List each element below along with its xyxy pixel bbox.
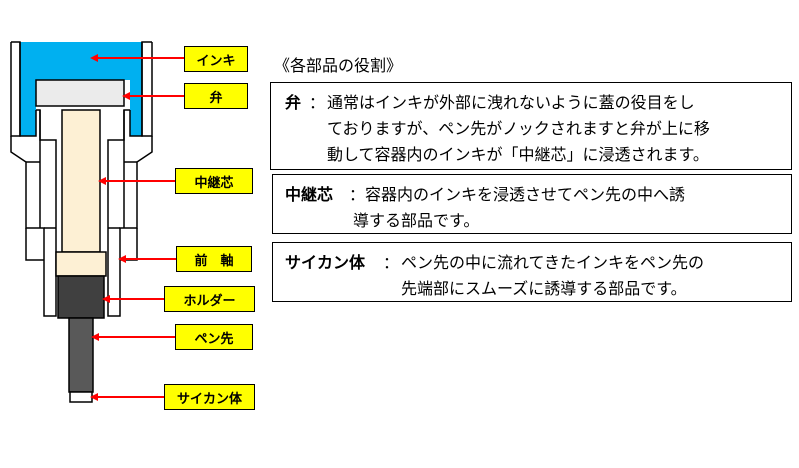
desc-capillary-line-1: ペン先の中に流れてきたインキをペン先の — [401, 253, 705, 272]
ink-reservoir — [20, 42, 142, 136]
inner-sleeve — [26, 110, 137, 229]
pen-tip-part — [68, 317, 94, 393]
desc-relay-core-line-1: 容器内のインキを浸透させてペン先の中へ誘 — [365, 185, 686, 204]
term-capillary: サイカン体 — [285, 253, 366, 272]
label-pen-tip: ペン先 — [175, 324, 253, 350]
label-relay-core: 中継芯 — [175, 168, 253, 194]
desc-valve-line-1: 通常はインキが外部に洩れないように蓋の役目をし — [327, 93, 695, 112]
container-outline — [11, 41, 152, 137]
label-ink: インキ — [184, 46, 248, 72]
label-valve: 弁 — [184, 83, 248, 109]
description-box-valve: 弁 ： 通常はインキが外部に洩れないように蓋の役目をし ておりますが、ペン先がノ… — [270, 82, 792, 170]
colon-capillary: ： — [383, 253, 400, 272]
label-holder: ホルダー — [164, 286, 255, 312]
holder-part — [57, 275, 105, 319]
term-valve: 弁 — [285, 93, 302, 112]
valve-part — [35, 79, 125, 107]
capillary-part — [69, 391, 93, 403]
term-relay-core: 中継芯 — [285, 185, 334, 204]
label-capillary: サイカン体 — [164, 384, 255, 410]
holder-collar — [55, 251, 107, 277]
colon-valve: ： — [309, 93, 326, 112]
label-front-barrel: 前 軸 — [176, 246, 252, 272]
desc-valve-line-2: ておりますが、ペン先がノックされますと弁が上に移 — [327, 119, 710, 138]
desc-valve-line-3: 動して容器内のインキが「中継芯」に浸透されます。 — [327, 145, 709, 164]
description-box-relay-core: 中継芯 ： 容器内のインキを浸透させてペン先の中へ誘 導する部品です。 — [272, 174, 792, 234]
relay-core-part — [61, 109, 101, 253]
description-box-capillary: サイカン体 ： ペン先の中に流れてきたインキをペン先の 先端部にスムーズに誘導す… — [272, 242, 792, 302]
desc-relay-core-line-2: 導する部品です。 — [353, 211, 480, 230]
desc-capillary-line-2: 先端部にスムーズに誘導する部品です。 — [401, 279, 687, 298]
colon-relay-core: ： — [349, 185, 366, 204]
panel-heading: 《各部品の役割》 — [274, 56, 403, 75]
